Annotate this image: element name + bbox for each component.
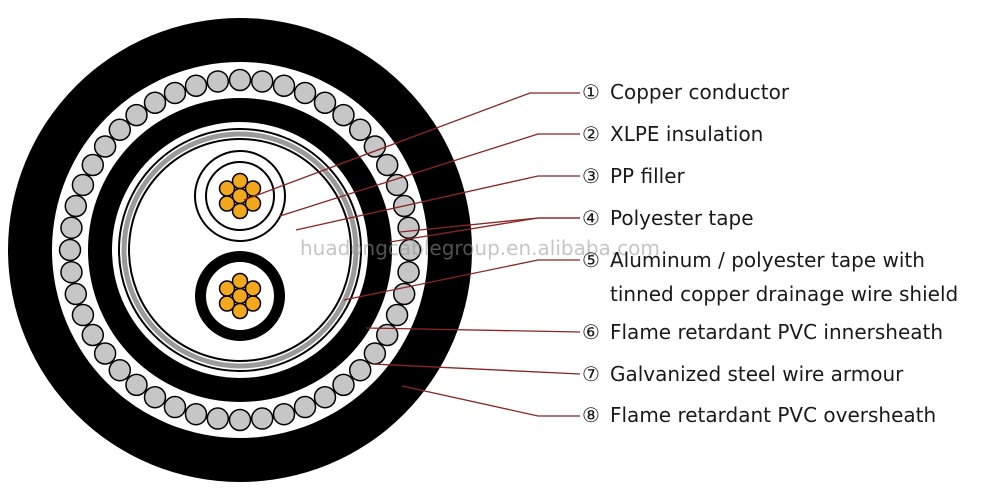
armour-wire (250, 70, 274, 93)
galvanized-steel-wire-armour (58, 68, 422, 432)
leader-line (343, 259, 580, 301)
copper-conductor (218, 172, 262, 320)
copper-strand (218, 280, 236, 297)
armour-wire (108, 358, 132, 382)
leader-line (399, 217, 580, 233)
copper-strand (218, 295, 236, 312)
armour-wire (184, 402, 208, 426)
leader-line (401, 385, 580, 417)
armour-wire (375, 153, 399, 177)
leader-line (279, 133, 580, 217)
copper-strand (244, 280, 262, 297)
armour-wire (375, 323, 399, 347)
label-aluminum-tape-shield-continued: tinned copper drainage wire shield (610, 282, 959, 306)
copper-strand (244, 180, 262, 197)
armour-wire (108, 118, 132, 142)
armour-wire (272, 402, 296, 426)
armour-wire (348, 358, 372, 382)
copper-strand (218, 180, 236, 197)
armour-wire (71, 303, 95, 327)
leader-line (365, 327, 581, 333)
armour-wire (184, 74, 208, 98)
armour-wire (385, 173, 409, 197)
armour-wire (93, 342, 117, 365)
armour-wire (125, 373, 148, 397)
armour-wire (228, 68, 252, 92)
armour-wire (143, 91, 167, 115)
armour-wire (64, 194, 88, 218)
armour-wire (313, 91, 337, 115)
armour-wire (60, 260, 83, 284)
armour-wire (348, 118, 372, 142)
armour-wire (293, 395, 317, 419)
leader-line (371, 363, 581, 375)
armour-wire (93, 135, 117, 158)
armour-wire (163, 395, 187, 419)
copper-strand (231, 202, 249, 220)
armour-wire (71, 173, 95, 197)
armour-wire (206, 407, 230, 430)
armour-wire (81, 323, 105, 347)
armour-wire (60, 216, 83, 240)
pp-filler (131, 141, 349, 359)
armour-wire (163, 81, 187, 105)
armour-wire (293, 81, 317, 105)
armour-wire (397, 260, 420, 284)
copper-strand (231, 272, 249, 290)
leader-lines (243, 92, 581, 417)
copper-strand (218, 195, 236, 212)
armour-wire (332, 373, 355, 397)
armour-wire (250, 407, 274, 430)
armour-wire (397, 216, 420, 240)
armour-wire (313, 385, 337, 409)
armour-wire (228, 408, 252, 432)
armour-wire (81, 153, 105, 177)
armour-wire (125, 103, 148, 127)
armour-wire (206, 70, 230, 93)
armour-wire (64, 282, 88, 306)
armour-wire (398, 238, 422, 262)
armour-wire (272, 74, 296, 98)
copper-strand (231, 172, 249, 190)
leader-line (243, 92, 580, 201)
armour-wire (363, 342, 387, 365)
copper-strand (231, 302, 249, 320)
leader-line (295, 175, 580, 231)
armour-wire (385, 303, 409, 327)
armour-wire (143, 385, 167, 409)
armour-wire (332, 103, 355, 127)
watermark: huadongcablegroup.en.alibaba.com (300, 236, 660, 260)
armour-wire (58, 238, 82, 262)
